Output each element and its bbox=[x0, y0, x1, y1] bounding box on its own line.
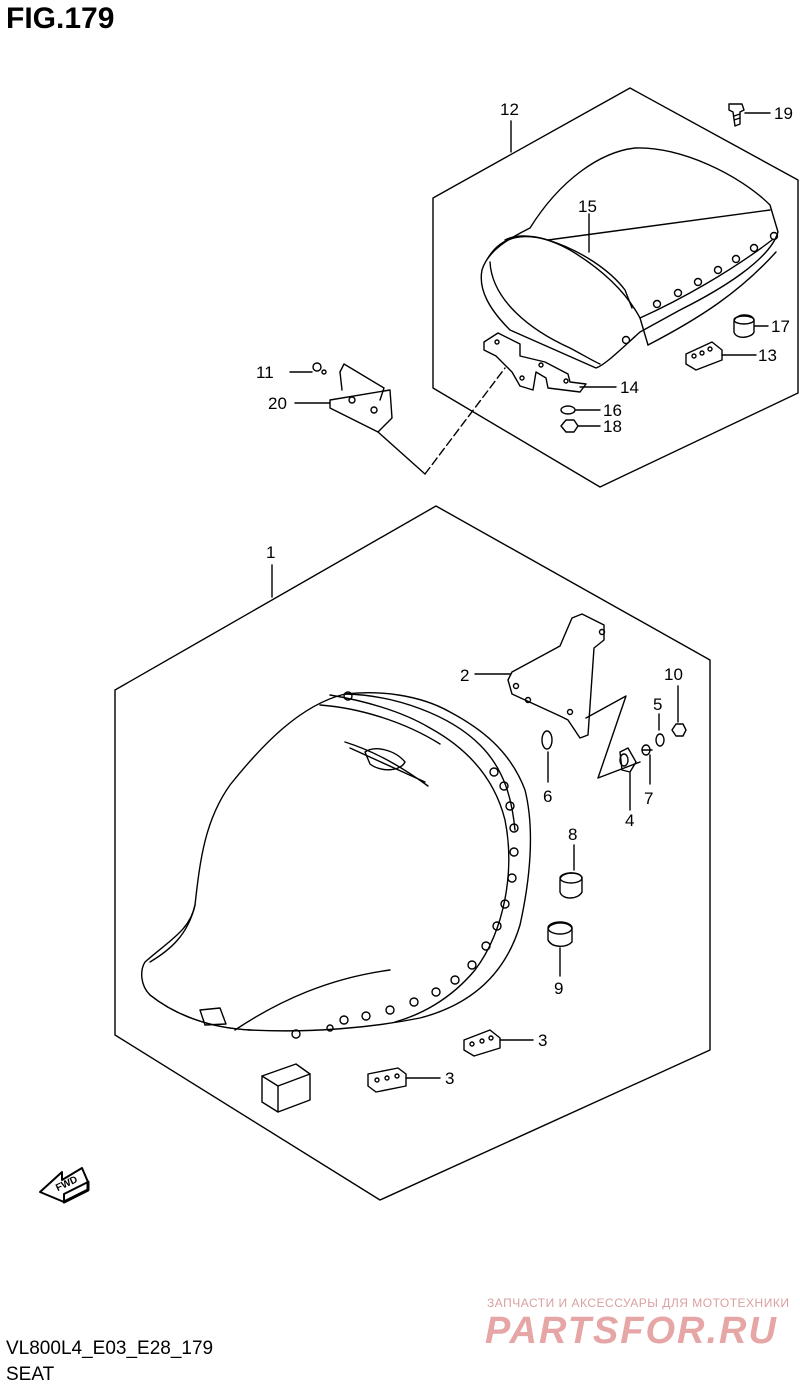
cushion-9 bbox=[547, 921, 573, 947]
callout-9: 9 bbox=[554, 979, 563, 998]
collar-7 bbox=[641, 744, 653, 756]
callout-3a: 3 bbox=[538, 1031, 547, 1050]
watermark-tagline: ЗАПЧАСТИ И АКСЕССУАРЫ ДЛЯ МОТОТЕХНИКИ bbox=[487, 1296, 790, 1310]
main-seat-pad bbox=[141, 691, 532, 1039]
callout-13: 13 bbox=[758, 346, 777, 365]
washer-16 bbox=[560, 405, 576, 415]
callout-19: 19 bbox=[774, 104, 793, 123]
callout-labels: 1 2 3 3 4 5 6 7 8 9 10 11 12 13 14 15 16… bbox=[256, 100, 793, 1088]
main-seat-studs bbox=[291, 767, 519, 1039]
callout-4: 4 bbox=[625, 811, 634, 830]
callout-3b: 3 bbox=[445, 1069, 454, 1088]
callout-2: 2 bbox=[460, 666, 469, 685]
callout-6: 6 bbox=[543, 787, 552, 806]
callout-8: 8 bbox=[568, 825, 577, 844]
washer-5 bbox=[655, 733, 665, 747]
passenger-seat-pad bbox=[480, 147, 779, 369]
damper-4 bbox=[619, 747, 637, 773]
grab-strap-bracket bbox=[329, 363, 393, 433]
washer-6 bbox=[541, 730, 553, 750]
callout-18: 18 bbox=[603, 417, 622, 436]
screw-19 bbox=[728, 103, 745, 127]
cushion-part bbox=[733, 314, 755, 338]
callout-10: 10 bbox=[664, 665, 683, 684]
model-code: VL800L4_E03_E28_179 bbox=[6, 1338, 214, 1359]
passenger-seat-assembly-outline bbox=[432, 87, 799, 488]
fwd-arrow-icon bbox=[39, 1167, 90, 1204]
rubber-cushion-13 bbox=[685, 341, 723, 371]
nut-10 bbox=[671, 723, 687, 737]
callout-17: 17 bbox=[771, 317, 790, 336]
callout-16: 16 bbox=[603, 401, 622, 420]
callout-5: 5 bbox=[653, 695, 662, 714]
main-seat-assembly-outline bbox=[114, 505, 711, 1201]
passenger-seat-studs bbox=[621, 231, 779, 345]
callout-20: 20 bbox=[268, 394, 287, 413]
callout-15: 15 bbox=[578, 197, 597, 216]
callout-11: 11 bbox=[256, 363, 274, 382]
main-seat-bracket bbox=[507, 613, 606, 739]
callout-1: 1 bbox=[266, 543, 275, 562]
bolt-11 bbox=[312, 362, 327, 375]
figure-title: FIG.179 bbox=[6, 2, 115, 35]
passenger-seat-bracket bbox=[483, 332, 587, 393]
cushion-8 bbox=[559, 872, 583, 899]
watermark-logo: PARTSFOR.RU bbox=[485, 1310, 778, 1352]
cushion-3b bbox=[367, 1067, 407, 1093]
accessory-box bbox=[261, 1063, 311, 1113]
callout-14: 14 bbox=[620, 378, 639, 397]
main-seat-emblem bbox=[344, 741, 429, 787]
nut-18 bbox=[560, 419, 579, 433]
callout-7: 7 bbox=[644, 789, 653, 808]
section-name: SEAT bbox=[6, 1364, 55, 1385]
callout-12: 12 bbox=[500, 100, 519, 119]
cushion-3a bbox=[463, 1029, 501, 1057]
